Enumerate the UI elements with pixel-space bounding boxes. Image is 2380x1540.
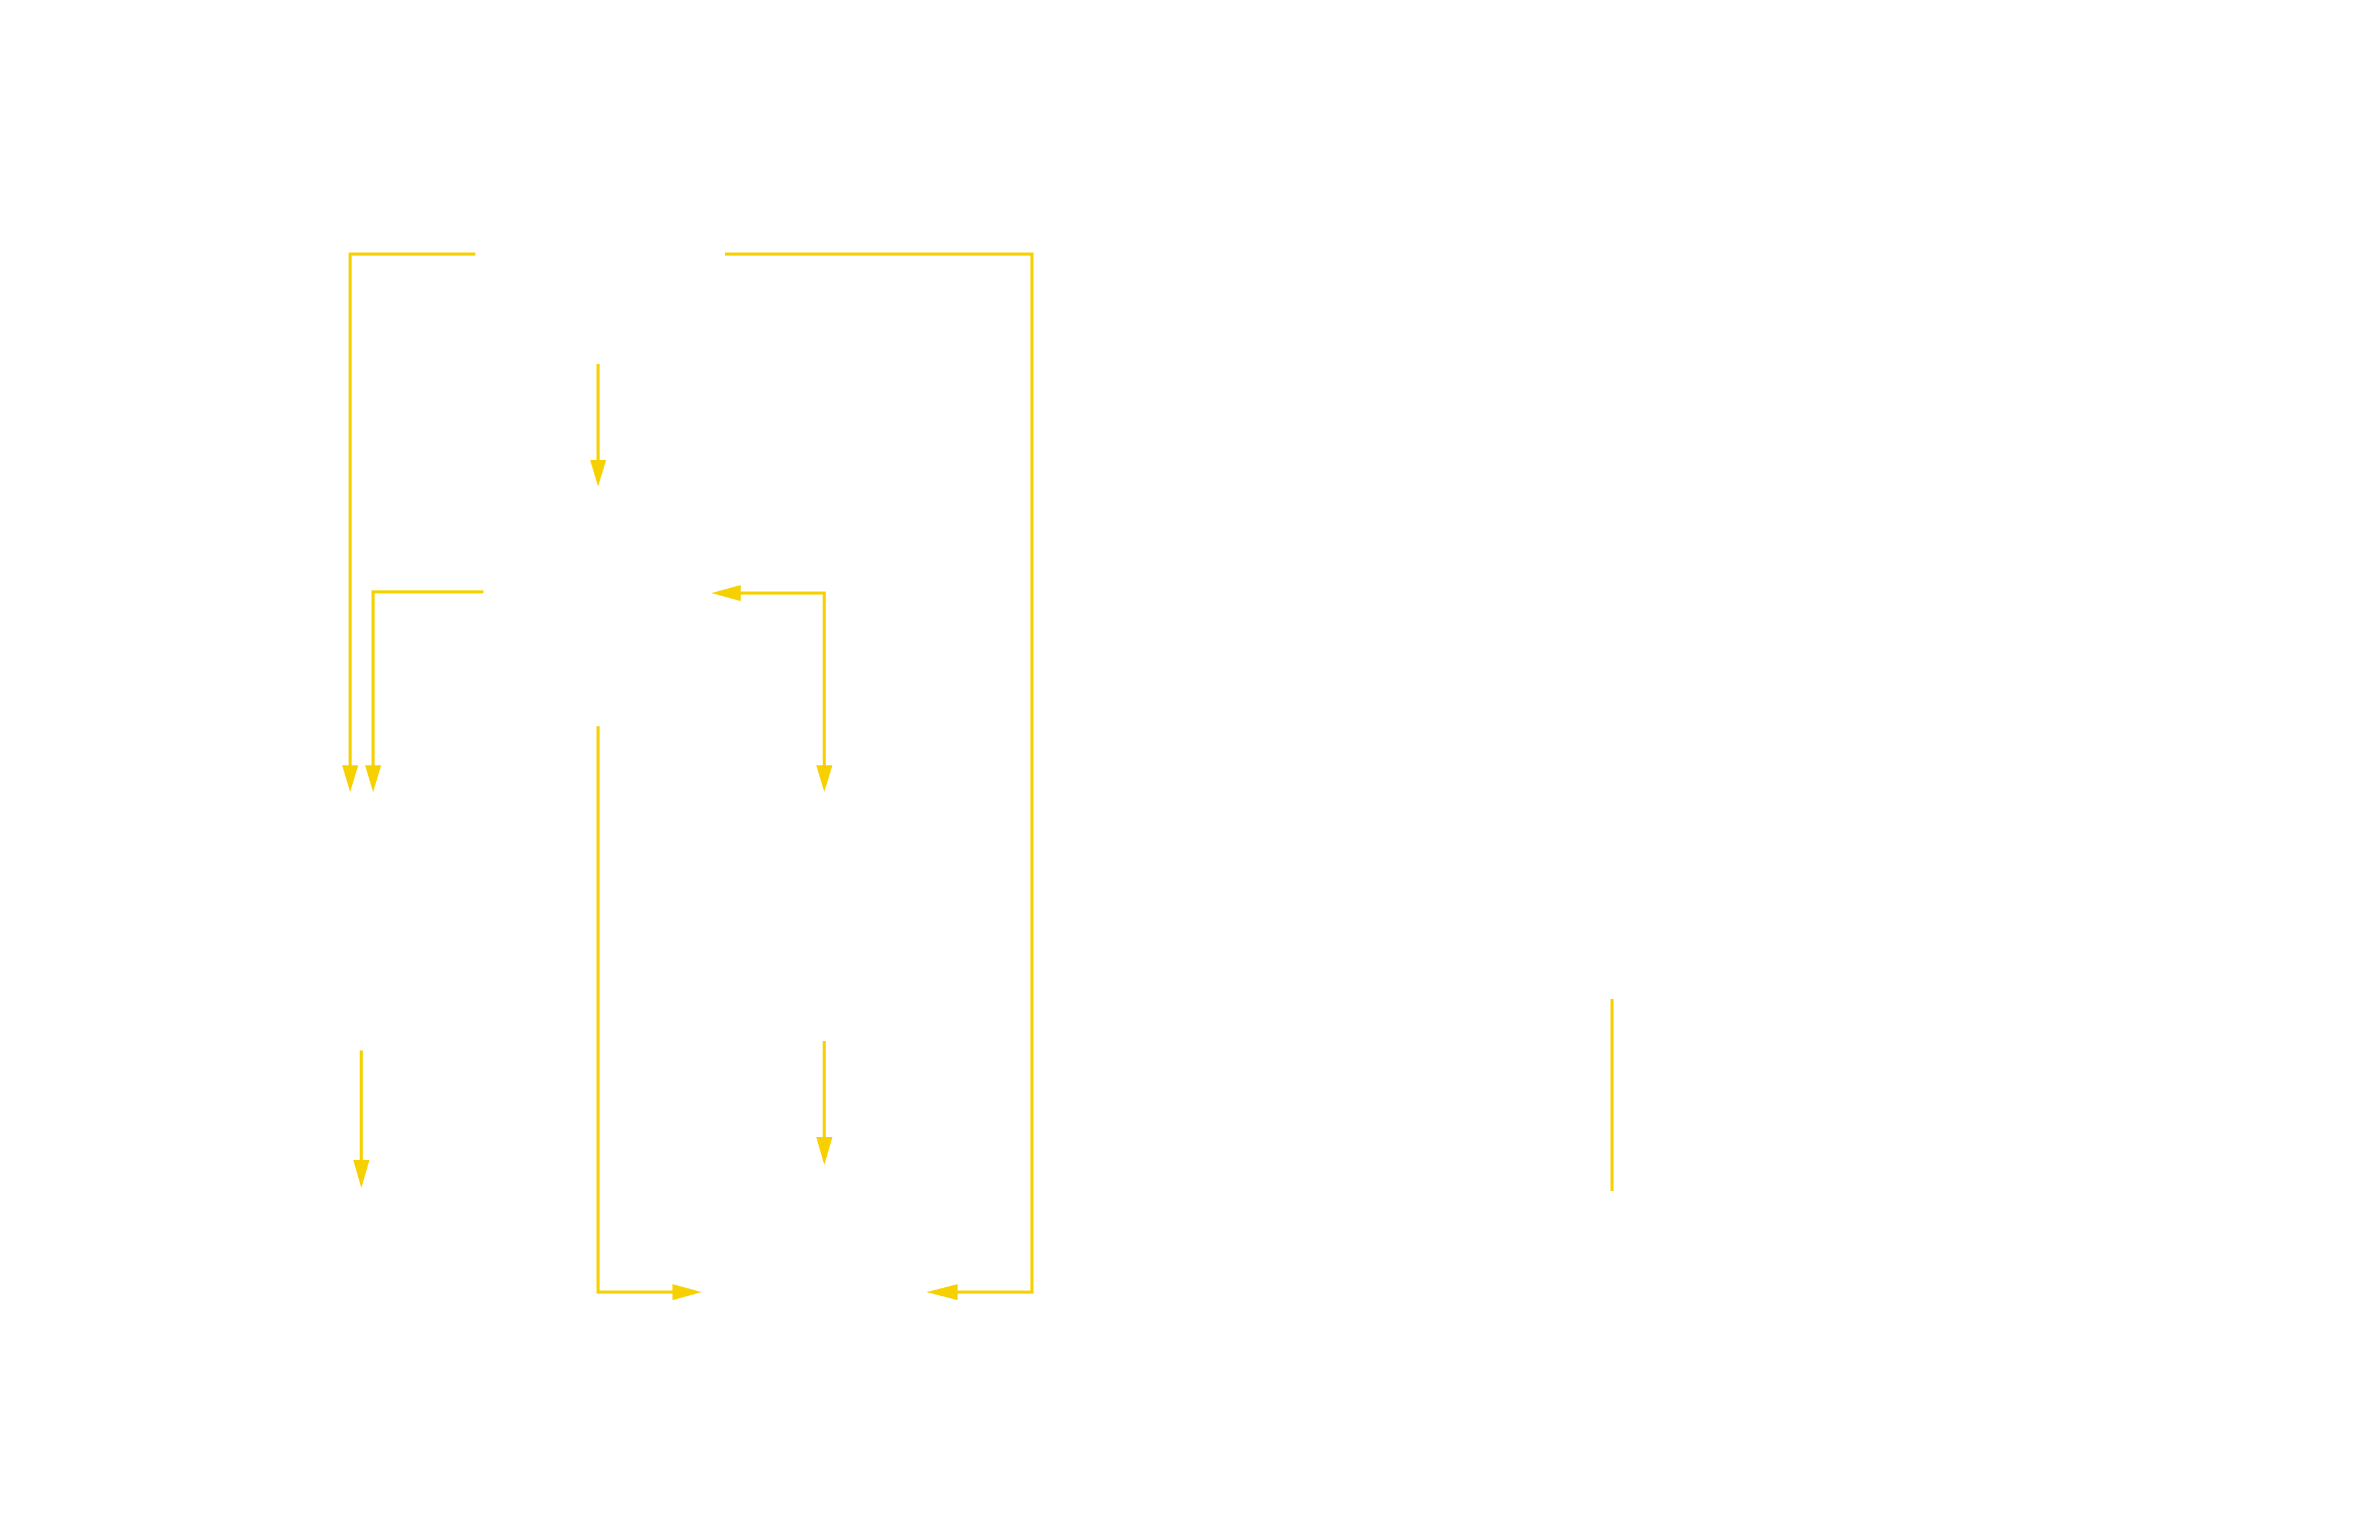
connector-middle-to-bottom	[596, 726, 679, 1294]
connector-top-to-bottom-loop	[725, 252, 1034, 1294]
arrowhead-middle-to-bottom	[672, 1284, 702, 1300]
connector-right-to-middle	[734, 591, 826, 772]
connector-top-to-left	[348, 252, 475, 772]
arrowhead-left-to-bottom-left	[353, 1160, 369, 1188]
arrowhead-middle-to-left	[365, 765, 381, 792]
arrowhead-top-to-middle	[590, 460, 606, 486]
arrowhead-top-to-left	[342, 765, 358, 792]
arrowhead-right-to-middle	[712, 585, 741, 601]
arrowhead-top-to-bottom-loop	[927, 1284, 958, 1300]
arrowhead-right-to-lower-right	[816, 1137, 832, 1165]
arrowhead-middle-to-right	[816, 765, 832, 792]
connector-middle-to-left	[371, 590, 483, 772]
